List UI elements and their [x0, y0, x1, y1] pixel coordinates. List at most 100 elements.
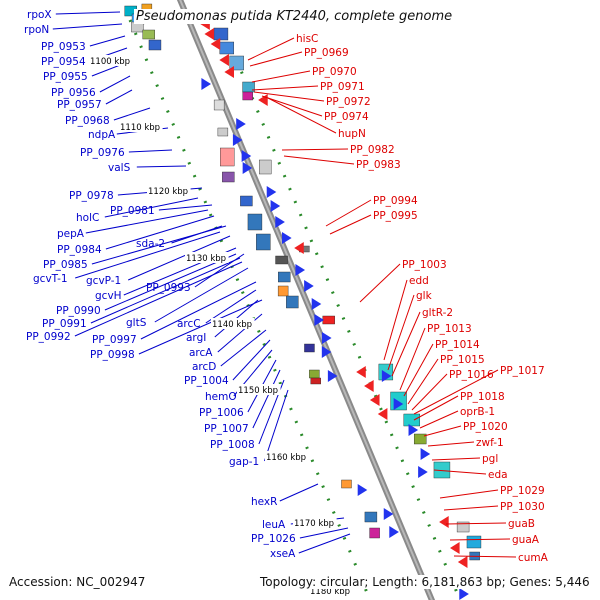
leader-line-glts [154, 267, 249, 323]
gene-arrow [418, 466, 428, 478]
leader-line-cuma [453, 555, 517, 558]
gene-label-rpox: rpoX [27, 9, 52, 21]
leader-line-pp_0968 [113, 107, 151, 121]
kbp-tick-label: 1100 kbp [90, 57, 130, 67]
leader-line-hupn [267, 97, 337, 134]
leader-line-pp_0983 [283, 155, 355, 165]
leader-line-gcvt-1 [75, 231, 221, 279]
leader-line-pp_0982 [281, 148, 349, 151]
kbp-bg [147, 185, 191, 196]
gene-label-pepa: pepA [57, 228, 85, 240]
gene-arrow [311, 298, 322, 310]
gene-label-pp_0957: PP_0957 [57, 99, 102, 111]
gene-label-arca: arcA [189, 347, 213, 359]
backbone-highlight [179, 0, 433, 600]
leader-line-pp_1026 [299, 527, 349, 539]
gene-label-hemo: hemO [205, 391, 237, 403]
gene-arrow [408, 424, 419, 436]
gene-block [277, 285, 289, 297]
leader-line-pp_0994 [325, 199, 372, 227]
gene-label-hexr: hexR [251, 496, 277, 508]
gene-arrow [377, 408, 388, 420]
gene-label-pp_0974: PP_0974 [324, 111, 369, 123]
gene-block [217, 127, 229, 137]
leader-line-hexr [279, 483, 319, 502]
gene-label-pp_1006: PP_1006 [199, 407, 244, 419]
kbp-tick-label: 1160 kbp [266, 453, 306, 463]
leader-line-oprb-1 [419, 410, 459, 429]
gene-label-argi: argI [186, 332, 206, 344]
kbp-tick-label: 1120 kbp [148, 187, 188, 197]
gene-block [242, 81, 255, 93]
gene-arrow [383, 508, 394, 520]
gene-block [322, 315, 335, 325]
gene-label-pp_1030: PP_1030 [500, 501, 545, 513]
kbp-bg [265, 451, 309, 462]
gene-label-pp_0971: PP_0971 [320, 81, 365, 93]
leader-line-guab [445, 522, 507, 525]
gene-label-vals: valS [108, 162, 131, 174]
gene-arrow [270, 200, 281, 212]
leader-line-arca [217, 313, 263, 353]
gene-label-pp_0983: PP_0983 [356, 159, 401, 171]
gene-arrow [364, 380, 374, 392]
gene-label-pp_0998: PP_0998 [90, 349, 135, 361]
gene-arrow [381, 370, 392, 382]
leader-line-pp_0998 [138, 299, 263, 355]
gene-block [219, 41, 235, 55]
leader-line-pepa [85, 209, 209, 234]
gene-label-guaa: guaA [512, 534, 540, 546]
gene-label-pp_0953: PP_0953 [41, 41, 86, 53]
kbp-tick-label: 1150 kbp [238, 386, 278, 396]
leader-line-pp_1017 [413, 369, 499, 415]
gene-features [124, 3, 482, 600]
gene-label-hupn: hupN [338, 128, 366, 140]
gene-label-gap-1: gap-1 [229, 456, 259, 468]
topology-text: Topology: circular; Length: 6,181,863 bp… [260, 575, 590, 589]
gene-block [240, 195, 253, 207]
leader-line-holc [104, 197, 199, 218]
gene-arrow [282, 232, 292, 244]
kbp-tick-label: 1180 kbp [310, 587, 350, 597]
gene-label-pp_1015: PP_1015 [440, 354, 485, 366]
kbp-tick-label: 1140 kbp [212, 320, 252, 330]
gene-label-edd: edd [409, 275, 429, 287]
gene-label-pp_1013: PP_1013 [427, 323, 472, 335]
gene-arrow [224, 66, 234, 78]
gene-label-pp_0981: PP_0981 [110, 205, 155, 217]
gene-arrow [393, 398, 404, 410]
gene-arrow [210, 38, 221, 50]
right-leader-lines [247, 37, 517, 558]
gene-block [286, 295, 299, 309]
gene-label-pp_0956: PP_0956 [51, 87, 96, 99]
kbp-tick-label: 1110 kbp [120, 123, 160, 133]
gene-label-ndpa: ndpA [88, 129, 116, 141]
gene-label-pp_0972: PP_0972 [326, 96, 371, 108]
gene-label-pp_0982: PP_0982 [350, 144, 395, 156]
leader-line-pp_1014 [403, 343, 434, 397]
leader-line-rpon [52, 23, 123, 30]
leader-line-pp_1018 [413, 395, 459, 421]
gene-label-pp_0955: PP_0955 [43, 71, 88, 83]
gene-arrow [242, 162, 253, 174]
gene-label-pp_0985: PP_0985 [43, 259, 88, 271]
gene-block [213, 27, 229, 41]
gene-block [310, 377, 321, 385]
gene-block [142, 29, 155, 40]
gene-arrow [457, 556, 468, 568]
gene-arrow [321, 346, 332, 358]
leader-line-gap-1 [264, 389, 289, 462]
leader-line-edd [383, 279, 408, 361]
leader-line-pp_0990 [104, 253, 237, 311]
gene-arrow [204, 28, 215, 40]
gene-label-oprb-1: oprB-1 [460, 406, 495, 418]
gene-label-gcvh: gcvH [95, 290, 122, 302]
gene-label-arcc: arcC [177, 318, 201, 330]
gene-block [364, 511, 378, 523]
map-title: Pseudomonas putida KT2440, complete geno… [134, 9, 455, 24]
gene-block [456, 521, 470, 533]
leader-line-pp_0972 [253, 91, 325, 102]
gene-arrow [219, 54, 229, 66]
gene-arrow [201, 78, 212, 90]
